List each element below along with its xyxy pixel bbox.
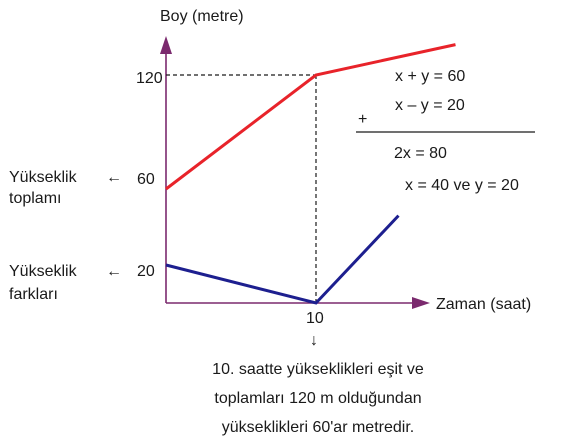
result-2: x = 40 ve y = 20 (405, 177, 519, 194)
sum-label-line1: Yükseklik (9, 169, 78, 186)
result-1: 2x = 80 (394, 145, 447, 162)
equation-2: x – y = 20 (395, 97, 465, 114)
equation-block: x + y = 60 x – y = 20 + 2x = 80 x = 40 v… (356, 68, 535, 194)
x-axis-arrowhead (412, 297, 430, 309)
equation-1: x + y = 60 (395, 68, 465, 85)
y-axis-title: Boy (metre) (160, 8, 244, 25)
sum-arrow-left: ← (106, 169, 122, 186)
series-line-diff (165, 214, 400, 305)
caption-line-1: 10. saatte yükseklikleri eşit ve (212, 361, 424, 378)
y-tick-20: 20 (137, 263, 155, 280)
y-tick-120: 120 (136, 70, 163, 87)
x-axis-title: Zaman (saat) (436, 296, 531, 313)
guide-lines (166, 74, 317, 303)
caption-line-2: toplamları 120 m olduğundan (214, 390, 421, 407)
diff-arrow-left: ← (106, 263, 122, 280)
x-tick-10: 10 (306, 310, 324, 327)
axes (160, 36, 430, 309)
y-axis-arrowhead (160, 36, 172, 54)
series-line-sum (165, 43, 456, 191)
diff-label-line2: farkları (9, 286, 58, 303)
caption: 10. saatte yükseklikleri eşit ve toplaml… (212, 361, 424, 436)
plus-sign: + (358, 111, 367, 128)
x-tick-down-arrow: ↓ (310, 332, 318, 349)
y-tick-60: 60 (137, 171, 155, 188)
diff-label-line1: Yükseklik (9, 263, 78, 280)
sum-label-line2: toplamı (9, 190, 61, 207)
caption-line-3: yükseklikleri 60'ar metredir. (222, 419, 414, 436)
